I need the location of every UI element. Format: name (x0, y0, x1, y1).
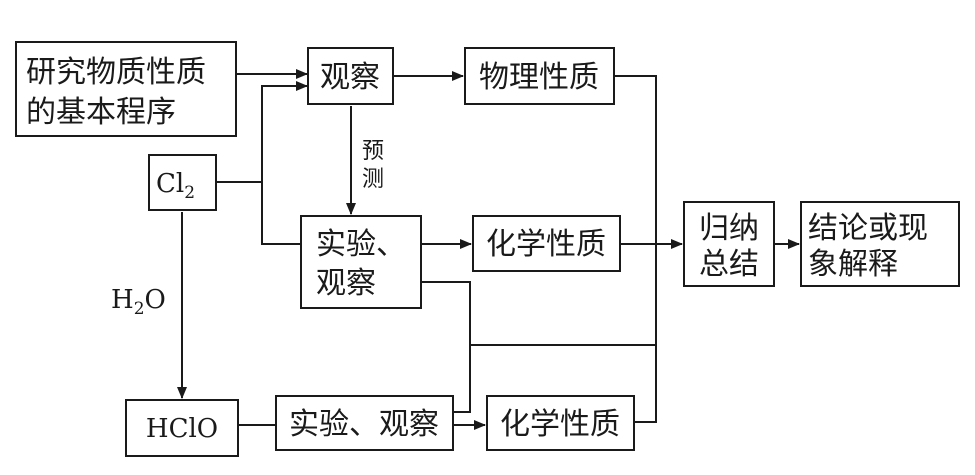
node-procedure-line2: 的基本程序 (26, 95, 176, 130)
edge-label-water-subscript: 2 (134, 299, 145, 319)
node-chemical-top-label: 化学性质 (486, 227, 606, 262)
node-physical-label: 物理性质 (479, 60, 599, 95)
node-hclo: HClO (125, 399, 239, 457)
node-cl2-subscript: 2 (184, 183, 195, 203)
node-experiment-line1: 实验、 (316, 227, 406, 262)
edge-label-predict-char1: 预 (362, 139, 384, 164)
node-cl2: Cl2 (148, 154, 217, 211)
node-chemical-top: 化学性质 (472, 215, 621, 272)
connector-physical-to-summarize (614, 75, 657, 244)
node-chemical-bottom: 化学性质 (486, 395, 635, 451)
node-summarize-line1: 归纳 (699, 211, 759, 246)
node-hclo-label: HClO (146, 414, 218, 444)
node-cl2-text: Cl2 (156, 169, 195, 203)
edge-label-predict-char2: 测 (362, 167, 384, 192)
node-procedure: 研究物质性质 的基本程序 (15, 41, 237, 137)
node-cl2-base: Cl (156, 169, 184, 199)
node-conclusion: 结论或现 象解释 (800, 201, 960, 287)
connector-bottom-chemical-to-summarize (634, 244, 657, 423)
connector-cl2-to-experiment (261, 182, 301, 245)
node-experiment-line2: 观察 (316, 266, 376, 301)
edge-label-predict: 预 测 (362, 139, 384, 192)
edge-label-water-base: H (111, 285, 134, 315)
edge-label-water-tail: O (145, 285, 166, 315)
arrow-cl2-to-observe (261, 81, 308, 182)
node-summarize: 归纳 总结 (683, 201, 775, 287)
node-physical: 物理性质 (464, 47, 615, 105)
node-observe-label: 观察 (320, 60, 380, 95)
node-procedure-line1: 研究物质性质 (26, 55, 206, 90)
node-experiment2: 实验、观察 (275, 395, 454, 451)
node-experiment: 实验、 观察 (300, 215, 422, 309)
node-conclusion-line1: 结论或现 (808, 211, 928, 246)
node-experiment2-label: 实验、观察 (289, 407, 439, 442)
node-observe: 观察 (307, 47, 394, 105)
node-chemical-bottom-label: 化学性质 (500, 407, 620, 442)
node-conclusion-line2: 象解释 (808, 247, 898, 282)
edge-label-water: H2O (111, 285, 166, 319)
node-summarize-line2: 总结 (699, 247, 759, 282)
connectors (177, 69, 800, 430)
connector-experiment-to-merge (421, 281, 471, 413)
